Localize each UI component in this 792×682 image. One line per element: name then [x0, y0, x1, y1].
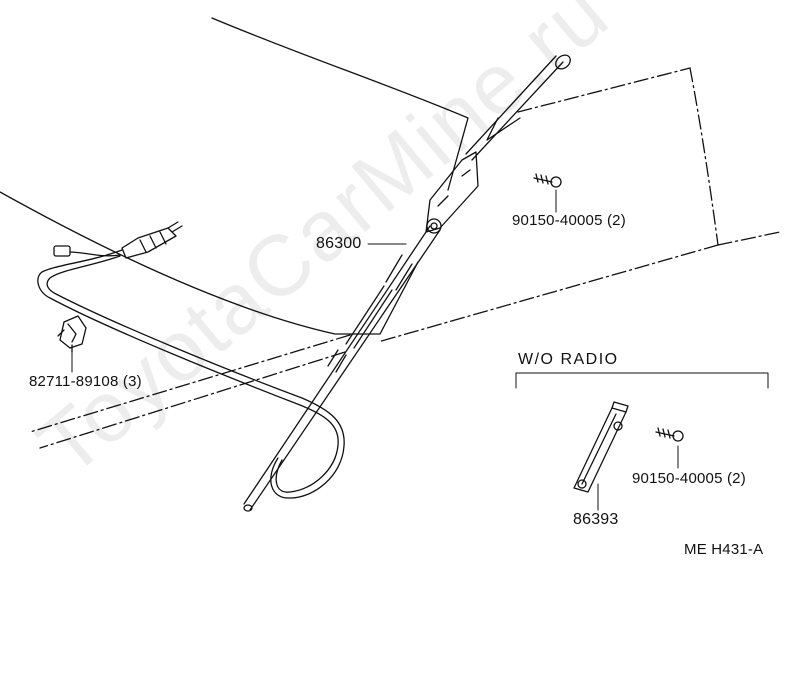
screw-right	[533, 173, 562, 188]
feeder-cable	[37, 245, 345, 499]
antenna-mast	[465, 54, 571, 161]
hood-outline	[0, 17, 469, 335]
bracket-86393	[573, 401, 629, 493]
label-screw-inset: 90150-40005 (2)	[632, 470, 746, 487]
label-clamp: 82711-89108 (3)	[29, 373, 142, 390]
inset-bracket-line	[515, 372, 769, 389]
label-screw-right: 90150-40005 (2)	[512, 212, 626, 229]
label-section-title: W/O RADIO	[518, 351, 619, 368]
cable-clamp	[57, 315, 87, 353]
mount-bracket	[425, 151, 479, 234]
label-figure-code: ME H431-A	[684, 541, 764, 558]
label-antenna-assembly: 86300	[316, 235, 362, 252]
leader-lines	[71, 189, 679, 511]
antenna-housing-tube	[243, 225, 441, 512]
cable-connector	[121, 221, 183, 259]
fender-dashdot-lines	[29, 67, 781, 449]
screw-inset	[655, 427, 684, 442]
label-bracket: 86393	[573, 511, 619, 528]
